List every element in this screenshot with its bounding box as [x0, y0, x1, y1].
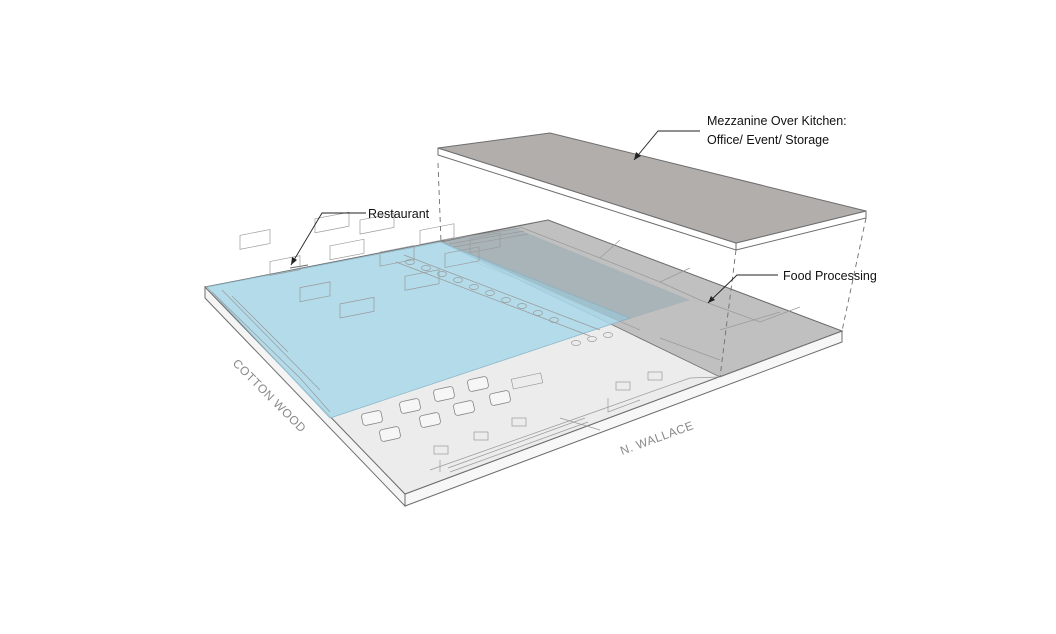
- floor-plan-linework: [211, 211, 721, 473]
- mezzanine-arrowhead: [634, 152, 641, 160]
- street-label-n-wallace: N. WALLACE: [618, 418, 695, 458]
- restaurant-leader: [290, 212, 366, 266]
- restaurant-label: Restaurant: [368, 207, 430, 221]
- food-processing-arrowhead: [708, 296, 715, 303]
- mezzanine-slab: [437, 132, 867, 251]
- restaurant-arrowhead: [291, 257, 297, 265]
- food-processing-leader: [707, 274, 778, 304]
- leader-lines: [290, 130, 778, 304]
- mezzanine-label-line2: Office/ Event/ Storage: [707, 133, 829, 147]
- food-processing-label: Food Processing: [783, 269, 877, 283]
- mezzanine-projection-lines: [437, 162, 867, 378]
- restaurant-zone: [206, 228, 690, 419]
- mezzanine-label-line1: Mezzanine Over Kitchen:: [707, 114, 847, 128]
- mezzanine-leader: [633, 130, 700, 161]
- food-processing-zone: [439, 219, 844, 378]
